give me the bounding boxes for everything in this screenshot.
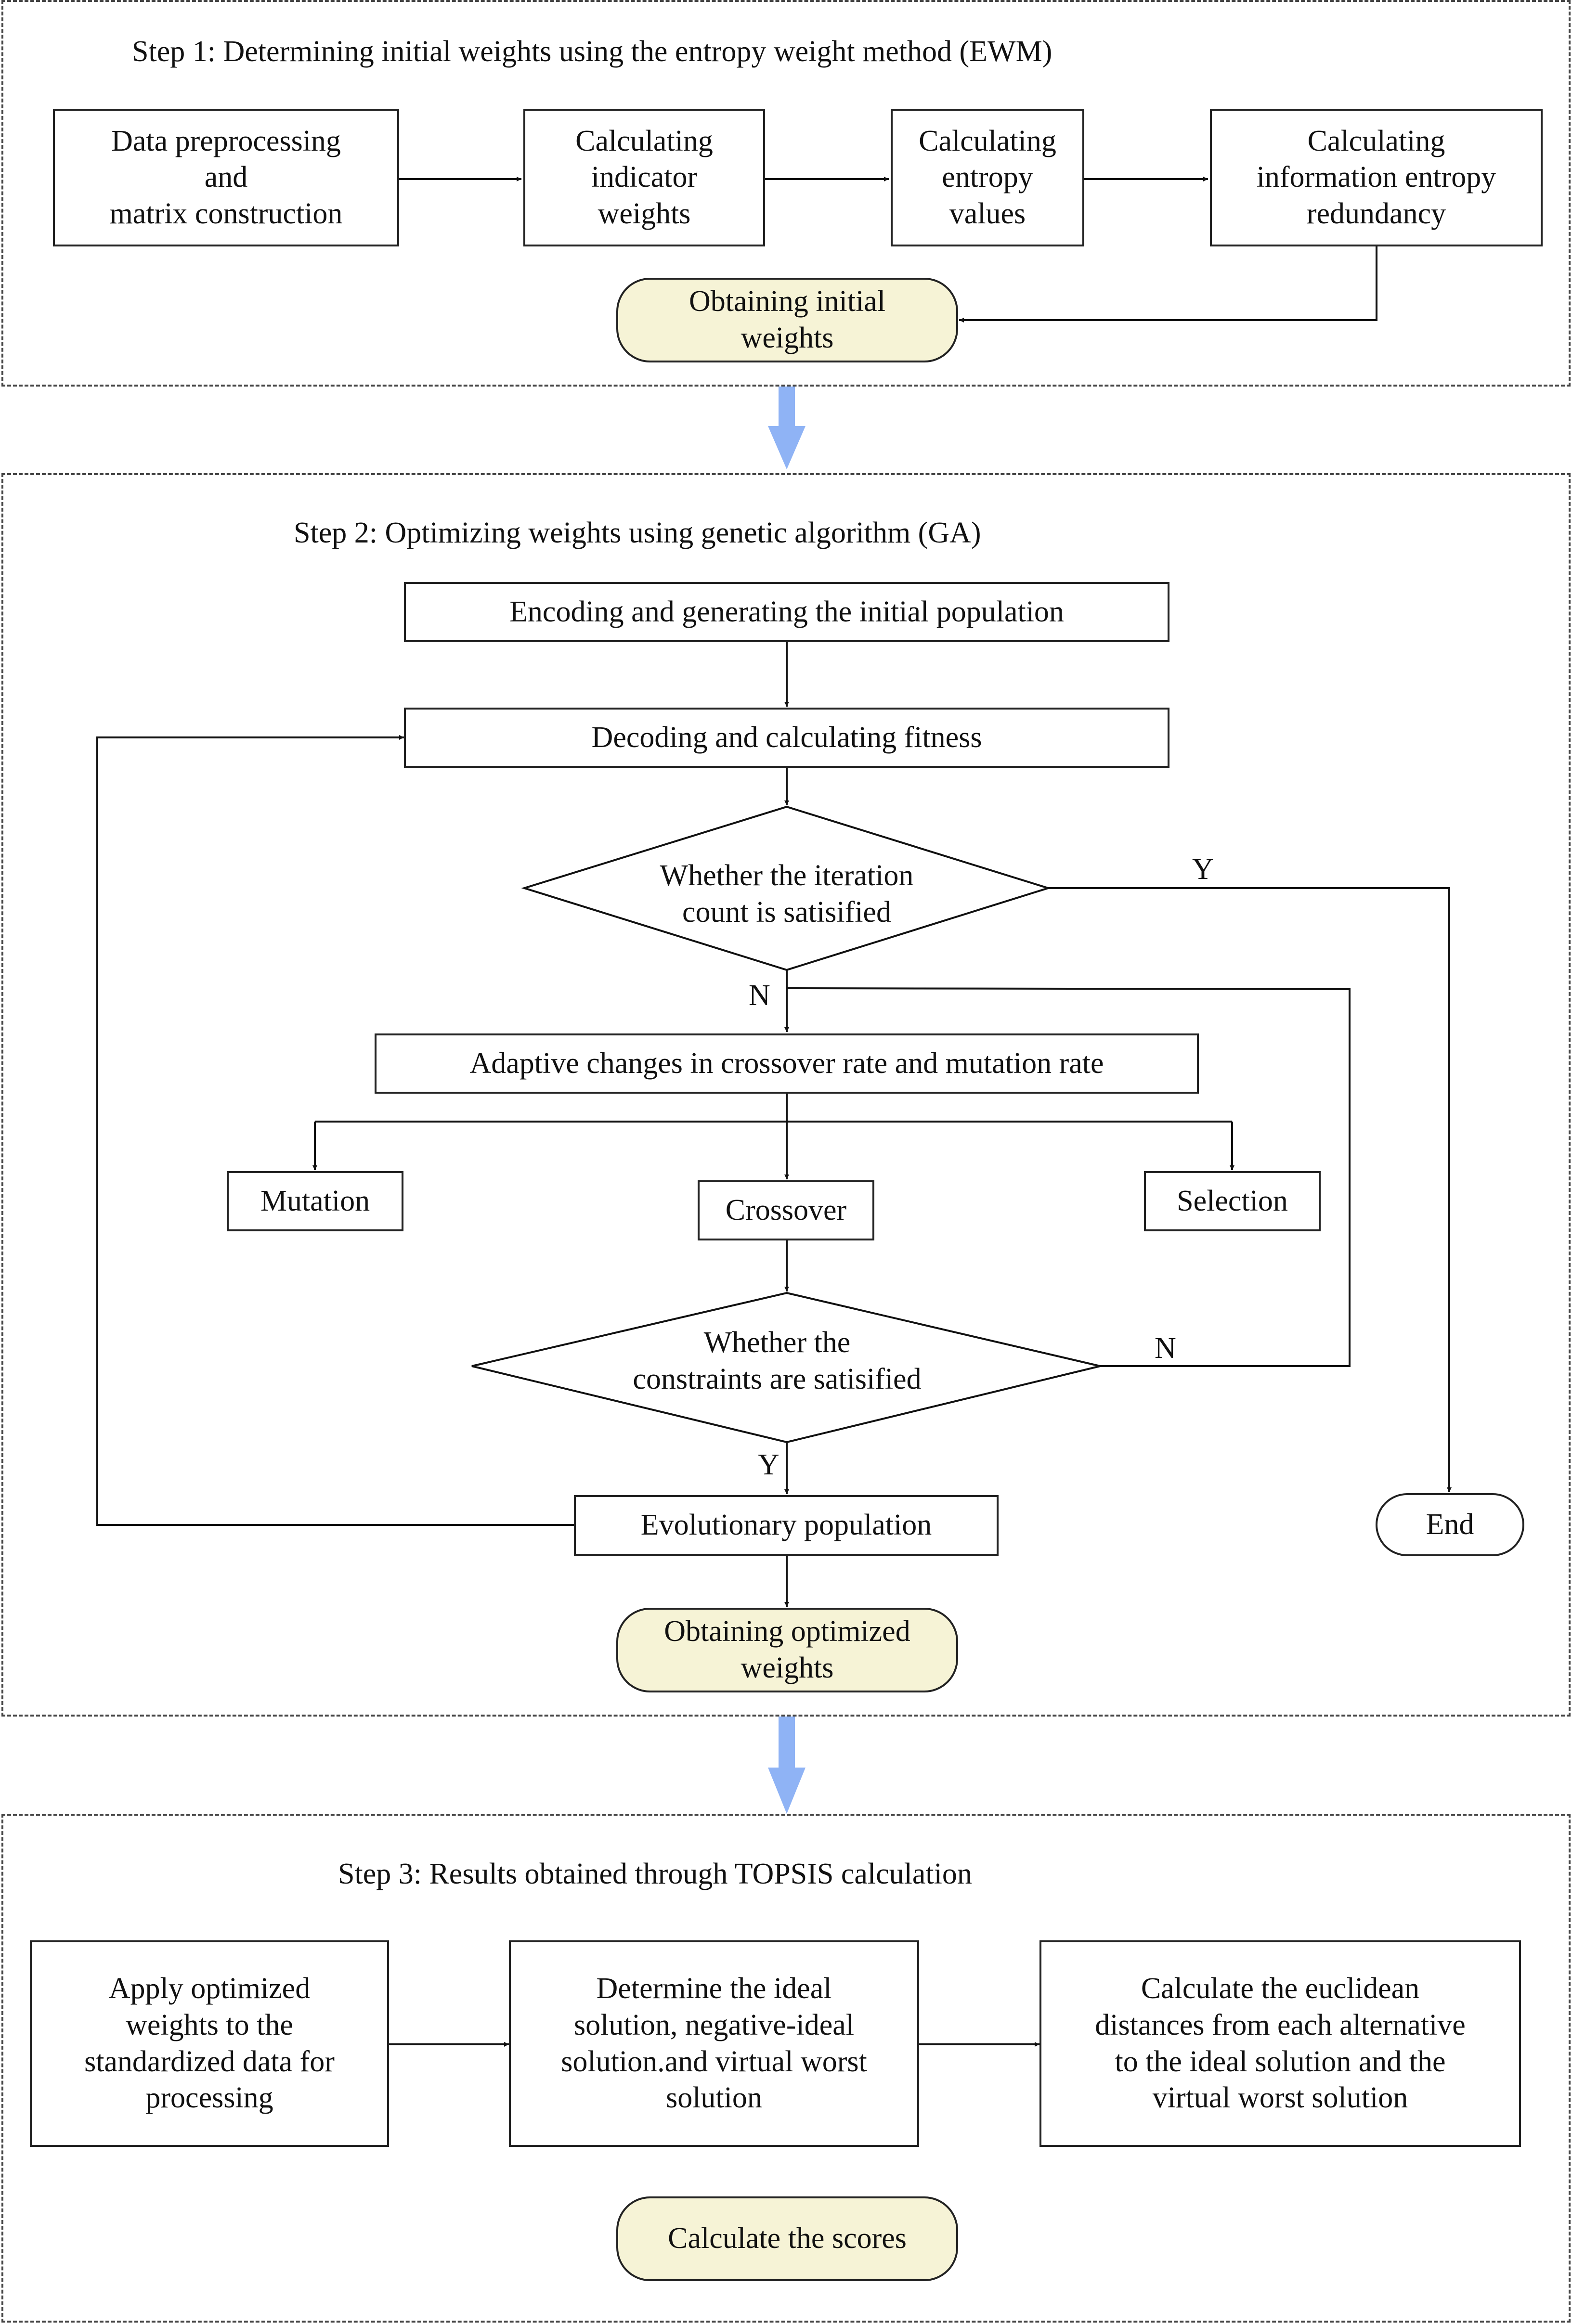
apply-weights-box: Apply optimized weights to the standardi…	[30, 1940, 389, 2147]
calculate-scores-terminal: Calculate the scores	[616, 2196, 958, 2281]
step2-panel	[1, 473, 1571, 1717]
entropy-values-box: Calculating entropy values	[891, 109, 1084, 246]
constraints-yes-label: Y	[758, 1448, 780, 1481]
euclidean-distance-box: Calculate the euclidean distances from e…	[1039, 1940, 1521, 2147]
constraints-no-label: N	[1155, 1332, 1176, 1365]
end-terminal: End	[1376, 1493, 1524, 1556]
optimized-weights-terminal: Obtaining optimized weights	[616, 1608, 958, 1692]
iteration-decision-diamond	[521, 805, 1052, 971]
step1-panel	[1, 0, 1571, 387]
iteration-decision-label: Whether the iteration count is satisifie…	[660, 859, 914, 929]
step3-panel	[1, 1814, 1571, 2323]
evolutionary-population-box: Evolutionary population	[574, 1495, 999, 1556]
decoding-box: Decoding and calculating fitness	[404, 708, 1169, 768]
step1-title: Step 1: Determining initial weights usin…	[132, 35, 1052, 68]
flow-arrow-step2-to-step3	[768, 1717, 805, 1814]
data-preprocessing-box: Data preprocessing and matrix constructi…	[53, 109, 399, 246]
step3-title: Step 3: Results obtained through TOPSIS …	[338, 1858, 972, 1890]
arrow-iteration-yes-to-end	[1048, 887, 1452, 1492]
constraints-decision-label: Whether the constraints are satisified	[633, 1326, 922, 1395]
arrow-redundancy-to-initial	[959, 246, 1377, 323]
mutation-box: Mutation	[227, 1171, 403, 1231]
loop-evolutionary-to-decoding	[96, 735, 574, 1526]
loop-constraints-no	[786, 987, 1351, 1367]
flow-arrow-step1-to-step2	[768, 387, 805, 469]
indicator-weights-box: Calculating indicator weights	[523, 109, 765, 246]
encoding-box: Encoding and generating the initial popu…	[404, 582, 1169, 642]
selection-box: Selection	[1144, 1171, 1321, 1231]
crossover-box: Crossover	[698, 1180, 874, 1240]
iteration-yes-label: Y	[1192, 853, 1214, 886]
step2-title: Step 2: Optimizing weights using genetic…	[294, 516, 981, 549]
redundancy-box: Calculating information entropy redundan…	[1210, 109, 1543, 246]
iteration-no-label: N	[749, 979, 770, 1012]
constraints-decision-diamond	[471, 1291, 1101, 1444]
ideal-solution-box: Determine the ideal solution, negative-i…	[509, 1940, 919, 2147]
initial-weights-terminal: Obtaining initial weights	[616, 278, 958, 362]
adaptive-changes-box: Adaptive changes in crossover rate and m…	[375, 1033, 1199, 1094]
